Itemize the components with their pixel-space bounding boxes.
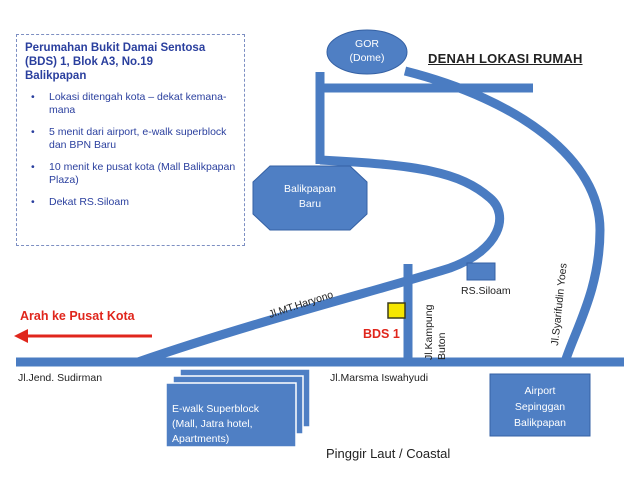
info-bullet: Lokasi ditengah kota – dekat kemana-mana — [25, 91, 236, 117]
info-bullet: 5 menit dari airport, e-walk superblock … — [25, 126, 236, 152]
landmark-airport-label-3: Balikpapan — [514, 417, 566, 429]
landmark-airport-label-1: Airport — [525, 385, 556, 397]
direction-arrow — [14, 329, 152, 343]
bds-house-marker — [387, 302, 406, 319]
landmark-airport-label-2: Sepinggan — [515, 401, 565, 413]
direction-label: Arah ke Pusat Kota — [20, 309, 135, 323]
road-label-sudirman: Jl.Jend. Sudirman — [18, 372, 102, 384]
info-title-line-2: (BDS) 1, Blok A3, No.19 — [25, 56, 154, 68]
landmark-balikpapan-baru-label-1: Balikpapan — [284, 183, 336, 195]
info-title: Perumahan Bukit Damai Sentosa (BDS) 1, B… — [25, 41, 236, 83]
road-label-kampung-buton-1: Jl.Kampung — [423, 304, 435, 360]
landmark-ewalk-label-2: (Mall, Jatra hotel, — [172, 418, 253, 430]
landmark-rs-siloam: RS.Siloam — [461, 262, 511, 297]
landmark-rs-siloam-label: RS.Siloam — [461, 285, 511, 297]
road-label-kampung-buton: Jl.Kampung Buton — [423, 304, 448, 360]
landmark-airport: Airport Sepinggan Balikpapan — [489, 373, 591, 437]
road-syarifudin-yoes — [403, 66, 605, 364]
landmark-ewalk-label-3: Apartments) — [172, 433, 229, 445]
road-label-kampung-buton-2: Buton — [436, 332, 448, 360]
info-bullet: Dekat RS.Siloam — [25, 196, 236, 209]
road-label-syarifudin: Jl.Syarifudin Yoes — [549, 263, 570, 347]
landmark-gor: GOR (Dome) — [326, 29, 408, 75]
info-bullet: 10 menit ke pusat kota (Mall Balikpapan … — [25, 161, 236, 187]
landmark-balikpapan-baru-label-2: Baru — [299, 198, 321, 210]
coastal-label: Pinggir Laut / Coastal — [326, 446, 450, 461]
road-label-marsma: Jl.Marsma Iswahyudi — [330, 372, 428, 384]
info-bullet-list: Lokasi ditengah kota – dekat kemana-mana… — [25, 91, 236, 209]
info-box: Perumahan Bukit Damai Sentosa (BDS) 1, B… — [16, 34, 245, 246]
landmark-gor-label-1: GOR — [355, 38, 379, 50]
road-mt-haryono — [136, 155, 504, 367]
info-title-line-3: Balikpapan — [25, 70, 87, 82]
landmark-balikpapan-baru: Balikpapan Baru — [252, 165, 368, 231]
landmark-gor-label-2: (Dome) — [349, 52, 384, 64]
map-title: DENAH LOKASI RUMAH — [428, 51, 583, 66]
info-title-line-1: Perumahan Bukit Damai Sentosa — [25, 42, 206, 54]
road-network — [16, 66, 624, 367]
landmark-ewalk-label-1: E-walk Superblock — [172, 403, 260, 415]
bds-label: BDS 1 — [363, 327, 400, 341]
landmark-ewalk: E-walk Superblock (Mall, Jatra hotel, Ap… — [165, 368, 311, 448]
